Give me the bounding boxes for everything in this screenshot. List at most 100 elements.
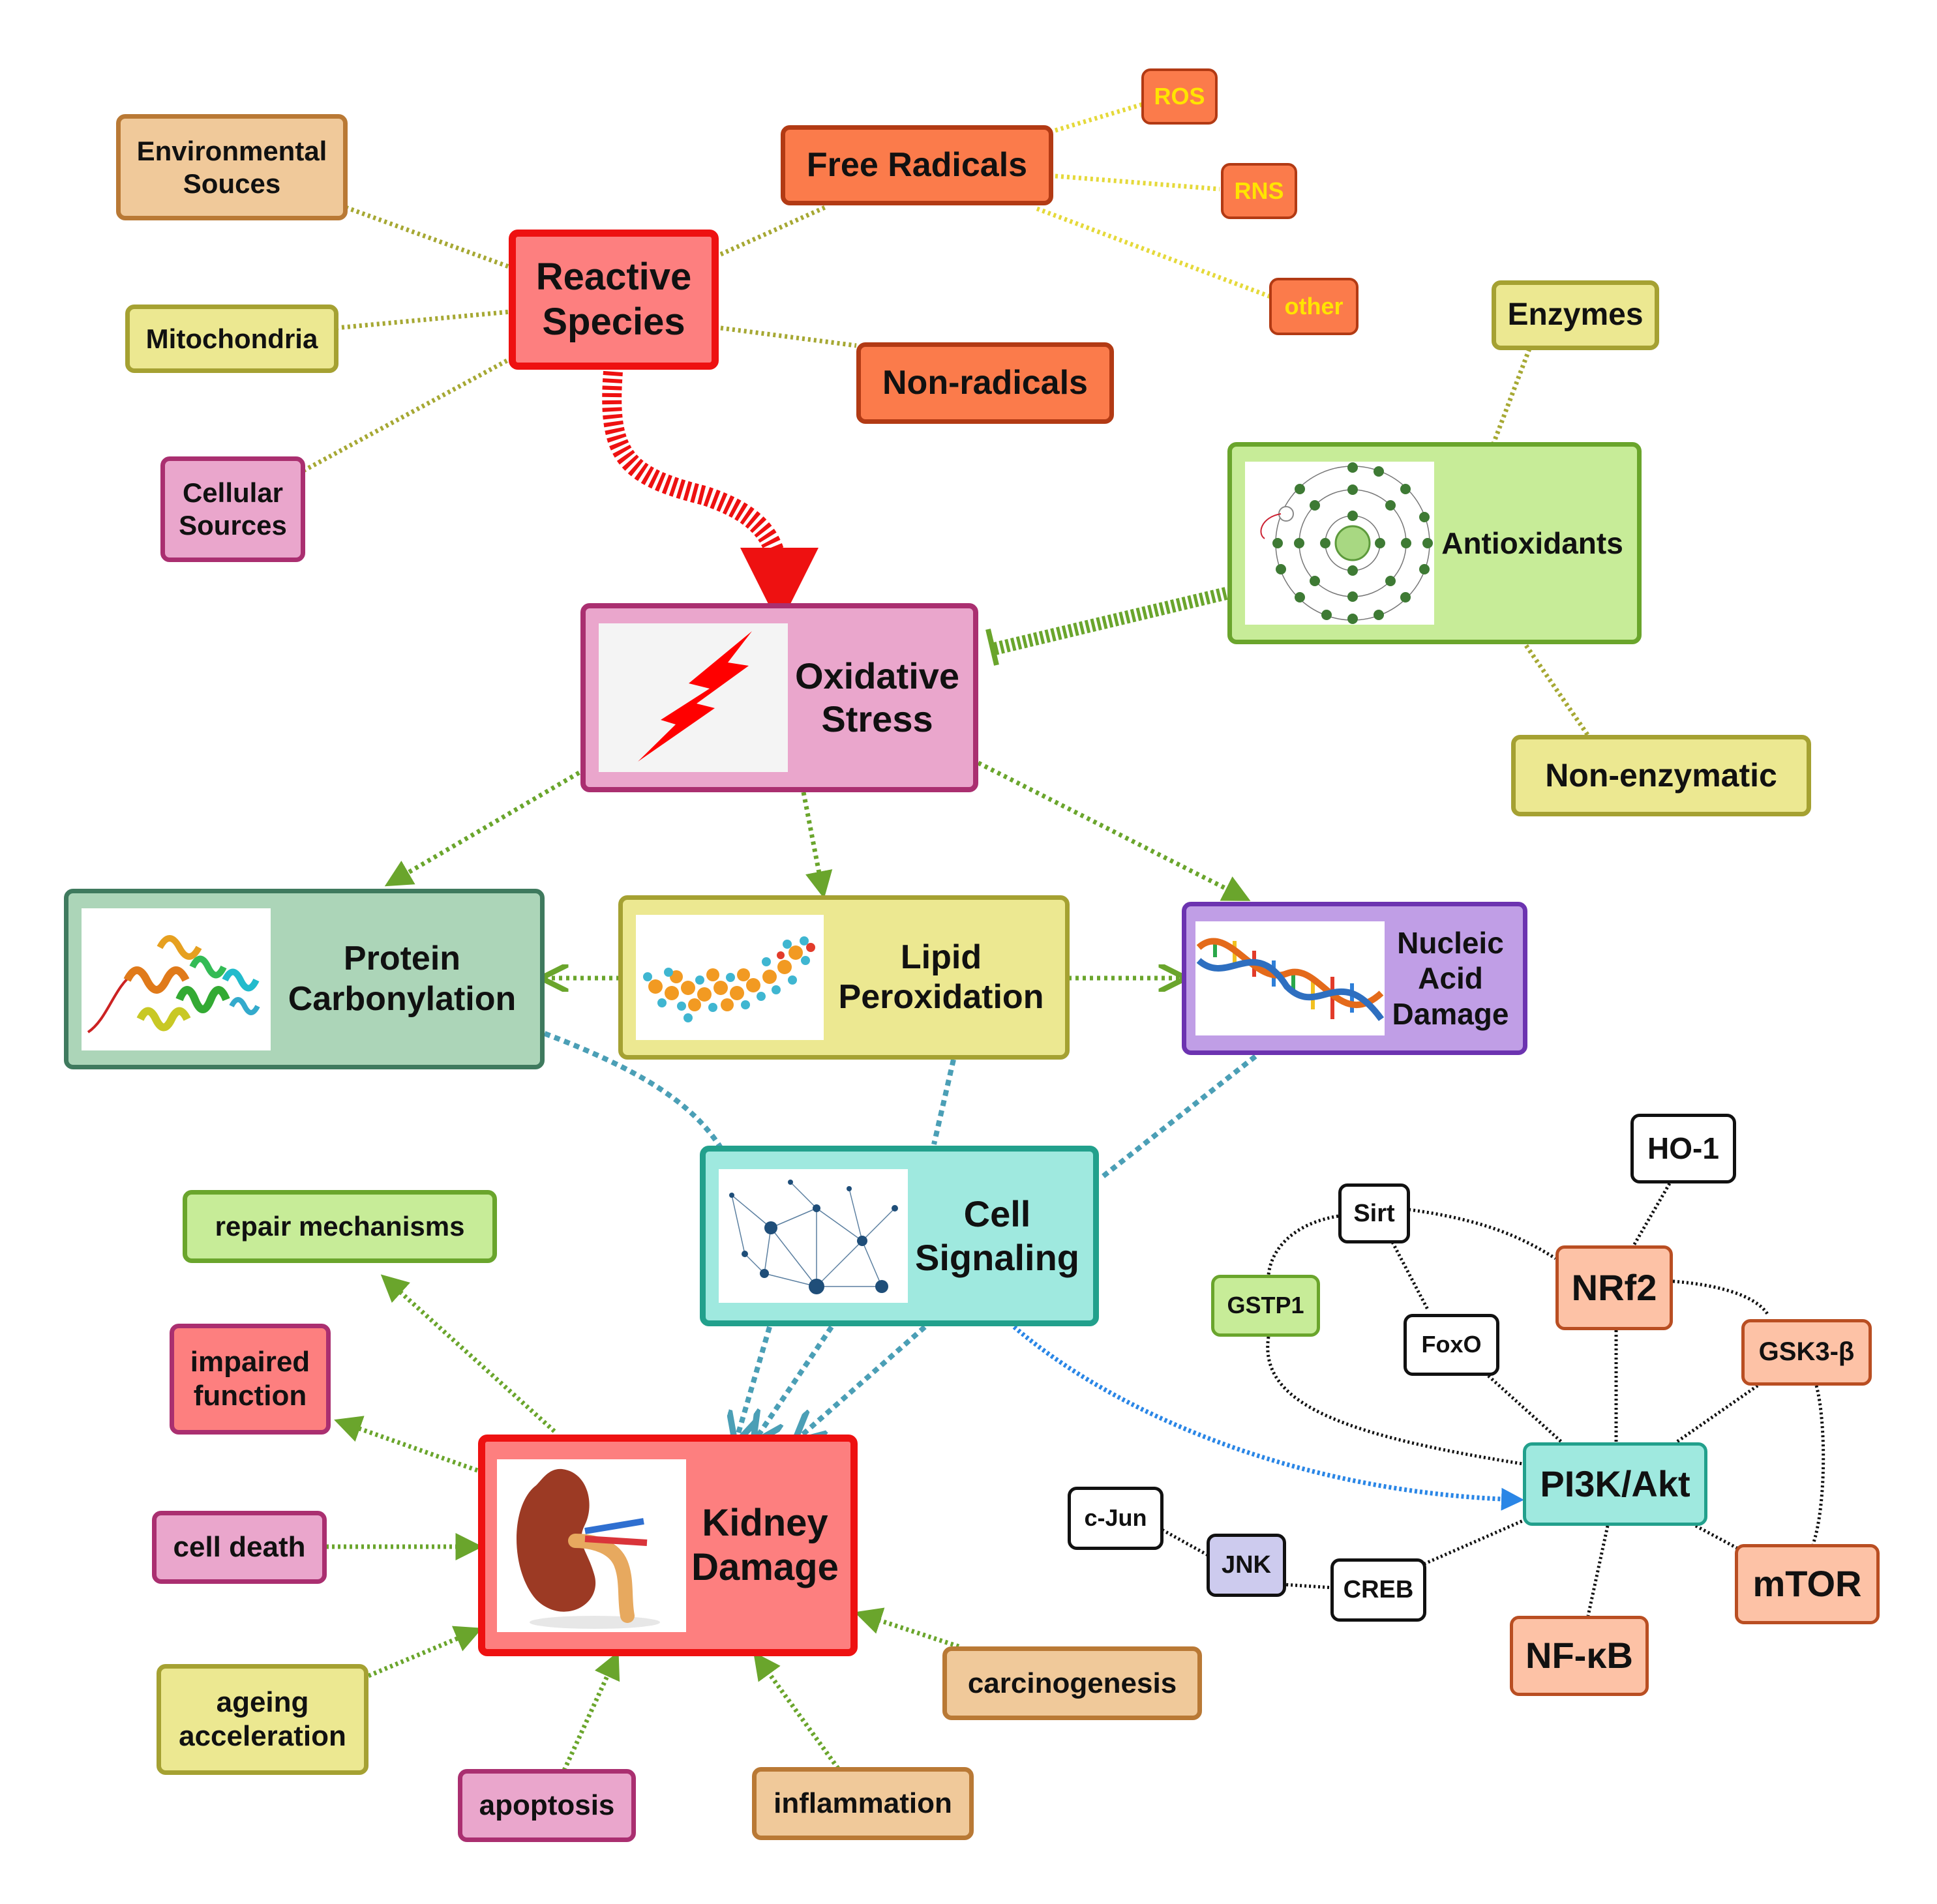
pi3k-mtor — [1694, 1524, 1739, 1551]
link-ros — [1054, 102, 1144, 133]
inflammation-node[interactable]: inflammation — [752, 1767, 974, 1840]
lipid-peroxidation-label: Lipid Peroxidation — [838, 938, 1044, 1016]
nfkb-node[interactable]: NF-κB — [1510, 1616, 1649, 1696]
link-non-radicals — [720, 325, 857, 348]
kidney-damage-label: Kidney Damage — [691, 1501, 839, 1588]
nucleic-acid-damage-node[interactable]: Nucleic Acid Damage — [1182, 902, 1527, 1055]
foxo-pi3k — [1487, 1375, 1563, 1444]
rns-label: RNS — [1234, 177, 1284, 204]
lipid-to-signaling — [931, 1059, 956, 1145]
kidney-to-impaired — [334, 1416, 479, 1473]
foxo-node[interactable]: FoxO — [1404, 1314, 1499, 1376]
link-rns — [1055, 173, 1220, 192]
antioxidants-node[interactable]: Antioxidants — [1227, 442, 1642, 644]
environmental-sources-node[interactable]: Environmental Souces — [116, 114, 348, 220]
nucleic-acid-damage-label: Nucleic Acid Damage — [1392, 926, 1509, 1031]
creb-jnk — [1283, 1583, 1334, 1590]
dna-helix-icon — [1195, 921, 1385, 1035]
inhibit-bar — [985, 629, 999, 666]
reactive-species-node[interactable]: Reactive Species — [509, 230, 719, 370]
ho1-node[interactable]: HO-1 — [1630, 1114, 1736, 1183]
mtor-label: mTOR — [1752, 1563, 1862, 1605]
environmental-sources-label: Environmental Souces — [136, 135, 327, 199]
non-radicals-node[interactable]: Non-radicals — [856, 342, 1114, 424]
antioxidant-inhibit-link — [993, 587, 1228, 655]
ageing-to-kidney — [367, 1626, 483, 1678]
nucleic-to-signaling — [1100, 1054, 1257, 1180]
mtor-node[interactable]: mTOR — [1735, 1544, 1880, 1624]
gstp1-node[interactable]: GSTP1 — [1211, 1275, 1320, 1337]
apoptosis-node[interactable]: apoptosis — [458, 1769, 636, 1842]
mitochondria-node[interactable]: Mitochondria — [125, 305, 338, 373]
protein-carbonylation-label: Protein Carbonylation — [288, 940, 517, 1018]
rns-node[interactable]: RNS — [1221, 163, 1297, 219]
signaling-to-pi3k — [1012, 1325, 1524, 1511]
cellular-sources-node[interactable]: Cellular Sources — [160, 456, 305, 562]
impaired-function-node[interactable]: impaired function — [170, 1324, 331, 1435]
ros-node[interactable]: ROS — [1141, 68, 1218, 125]
nrf2-label: NRf2 — [1571, 1266, 1657, 1308]
sirt-label: Sirt — [1353, 1199, 1395, 1227]
jnk-cjun — [1160, 1527, 1209, 1557]
sirt-gstp1 — [1267, 1214, 1339, 1275]
ageing-acceleration-node[interactable]: ageing acceleration — [157, 1664, 368, 1775]
gsk3b-pi3k — [1675, 1384, 1759, 1444]
foxo-label: FoxO — [1421, 1331, 1482, 1358]
pi3k-akt-label: PI3K/Akt — [1540, 1463, 1690, 1504]
oxidative-to-protein — [384, 770, 580, 887]
jnk-node[interactable]: JNK — [1207, 1534, 1286, 1597]
enzymes-node[interactable]: Enzymes — [1492, 280, 1659, 350]
impaired-function-label: impaired function — [190, 1346, 310, 1412]
link-environmental — [344, 205, 512, 270]
gsk3b-node[interactable]: GSK3-β — [1741, 1319, 1872, 1386]
repair-mechanisms-node[interactable]: repair mechanisms — [183, 1190, 497, 1263]
link-non-enzymatic — [1524, 644, 1590, 737]
nrf2-node[interactable]: NRf2 — [1555, 1245, 1673, 1330]
oxidative-to-lipid — [801, 792, 833, 899]
protein-carbonylation-node[interactable]: Protein Carbonylation — [64, 889, 545, 1069]
jnk-label: JNK — [1221, 1551, 1272, 1579]
lipid-peroxidation-node[interactable]: Lipid Peroxidation — [618, 895, 1070, 1060]
gstp1-label: GSTP1 — [1227, 1292, 1304, 1319]
cell-death-node[interactable]: cell death — [152, 1511, 327, 1584]
free-radicals-node[interactable]: Free Radicals — [781, 125, 1053, 205]
inflammation-to-kidney — [753, 1652, 840, 1770]
cjun-node[interactable]: c-Jun — [1068, 1487, 1164, 1550]
carcinogenesis-to-kidney — [854, 1607, 960, 1649]
other-node[interactable]: other — [1269, 278, 1359, 335]
signaling-to-kidney-2 — [757, 1325, 834, 1438]
enzymes-label: Enzymes — [1507, 297, 1644, 333]
creb-node[interactable]: CREB — [1330, 1558, 1426, 1622]
pi3k-creb — [1420, 1517, 1527, 1567]
oxidative-stress-node[interactable]: Oxidative Stress — [580, 603, 978, 792]
cell-signaling-node[interactable]: Cell Signaling — [700, 1146, 1099, 1326]
non-radicals-label: Non-radicals — [882, 363, 1088, 402]
sirt-node[interactable]: Sirt — [1338, 1183, 1410, 1243]
network-icon — [719, 1169, 908, 1303]
link-enzymes — [1491, 348, 1532, 445]
inflammation-label: inflammation — [773, 1787, 952, 1820]
other-label: other — [1284, 292, 1344, 320]
carcinogenesis-node[interactable]: carcinogenesis — [942, 1646, 1202, 1720]
link-cellular — [302, 356, 512, 473]
pi3k-akt-node[interactable]: PI3K/Akt — [1523, 1442, 1707, 1526]
nrf2-gsk3b — [1672, 1279, 1769, 1315]
cell-death-label: cell death — [173, 1531, 306, 1564]
creb-label: CREB — [1343, 1576, 1414, 1604]
ageing-acceleration-label: ageing acceleration — [179, 1686, 346, 1752]
kidney-icon — [497, 1459, 686, 1632]
kidney-damage-node[interactable]: Kidney Damage — [478, 1435, 858, 1656]
oxidative-stress-label: Oxidative Stress — [794, 655, 960, 739]
apoptosis-to-kidney — [562, 1651, 620, 1772]
gstp1-pi3k — [1266, 1336, 1524, 1466]
non-enzymatic-node[interactable]: Non-enzymatic — [1511, 735, 1811, 816]
pi3k-nfkb — [1586, 1525, 1610, 1616]
protein-to-signaling — [543, 1031, 723, 1150]
gsk3b-mtor — [1811, 1385, 1825, 1545]
apoptosis-label: apoptosis — [479, 1789, 615, 1822]
ho1-nrf2 — [1632, 1182, 1672, 1247]
lightning-bolt-icon — [599, 623, 788, 772]
reactive-species-label: Reactive Species — [535, 256, 692, 343]
carcinogenesis-label: carcinogenesis — [967, 1667, 1177, 1699]
